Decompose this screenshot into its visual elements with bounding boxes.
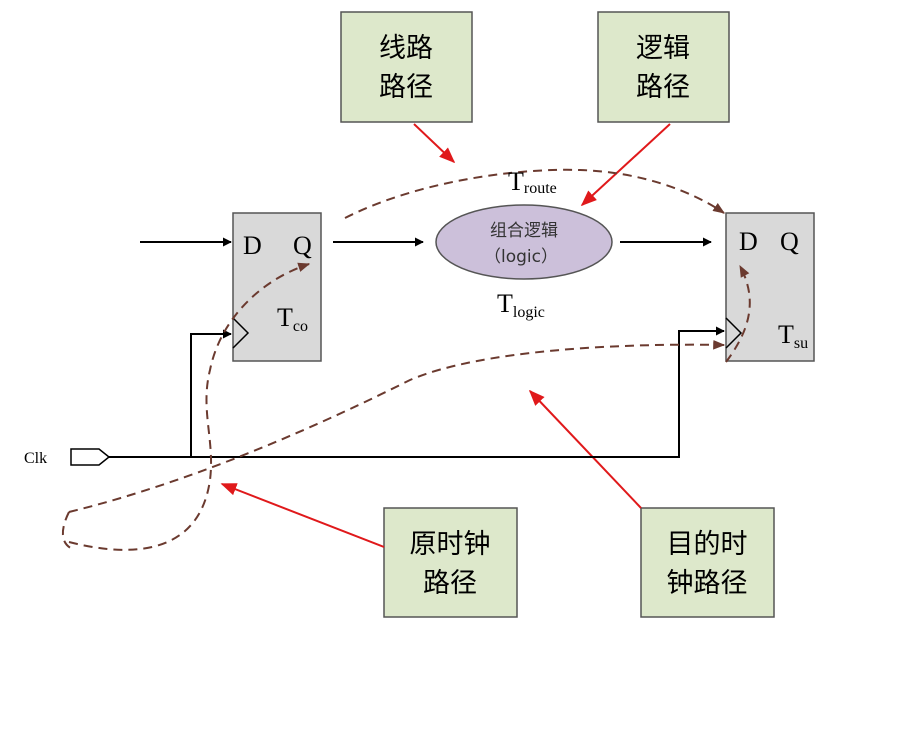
logic-cell-sublabel: （logic） <box>484 247 558 267</box>
dest-ff-q-pin: Q <box>780 227 799 256</box>
combinational-logic-cell: 组合逻辑 （logic） <box>435 204 613 280</box>
dest-clock-path-label-line1: 目的时 <box>667 529 748 560</box>
source-flip-flop: D Q Tco <box>232 212 322 362</box>
logic-path-pointer-arrow <box>580 123 671 207</box>
dest-ff-d-pin: D <box>739 227 758 256</box>
wire-path-label-line2: 路径 <box>379 72 433 103</box>
wire-path-pointer-arrow <box>413 123 456 164</box>
dest-ff-clock-triangle <box>725 317 743 349</box>
destination-flip-flop: D Q Tsu <box>725 212 815 362</box>
dest-clock-inner-dashed-path <box>725 264 751 363</box>
dest-clock-path-label-box: 目的时 钟路径 <box>640 507 775 618</box>
source-clock-path-label-line2: 路径 <box>423 568 477 599</box>
source-clock-path-label-box: 原时钟 路径 <box>383 507 518 618</box>
dest-clock-tail-dashed-path <box>61 511 76 551</box>
source-clock-dashed-path <box>68 262 311 551</box>
source-clock-branch-wire <box>190 329 232 457</box>
dest-clock-pointer-arrow <box>528 389 642 509</box>
clock-port-label: Clk <box>24 450 47 467</box>
tlogic-label: Tlogic <box>497 289 545 321</box>
logic-path-label-box: 逻辑 路径 <box>597 11 730 123</box>
tco-label: Tco <box>277 303 308 335</box>
wire-path-label-line1: 线路 <box>379 33 433 64</box>
source-clock-path-label-line1: 原时钟 <box>410 529 491 560</box>
wire-path-label-box: 线路 路径 <box>340 11 473 123</box>
source-ff-d-pin: D <box>243 231 262 260</box>
dest-clock-path-label-line2: 钟路径 <box>667 568 748 599</box>
clock-port: Clk <box>24 448 111 467</box>
source-clock-pointer-arrow <box>220 483 385 548</box>
source-ff-clock-triangle <box>232 317 250 349</box>
tsu-label: Tsu <box>778 320 808 352</box>
troute-label: Troute <box>508 167 557 197</box>
route-dashed-path <box>344 168 725 219</box>
logic-path-label-line1: 逻辑 <box>636 33 690 64</box>
logic-path-label-line2: 路径 <box>636 72 690 103</box>
source-ff-q-pin: Q <box>293 231 312 260</box>
logic-cell-label: 组合逻辑 <box>490 221 558 241</box>
clock-wire <box>109 326 725 458</box>
dest-clock-dashed-path <box>68 339 726 513</box>
